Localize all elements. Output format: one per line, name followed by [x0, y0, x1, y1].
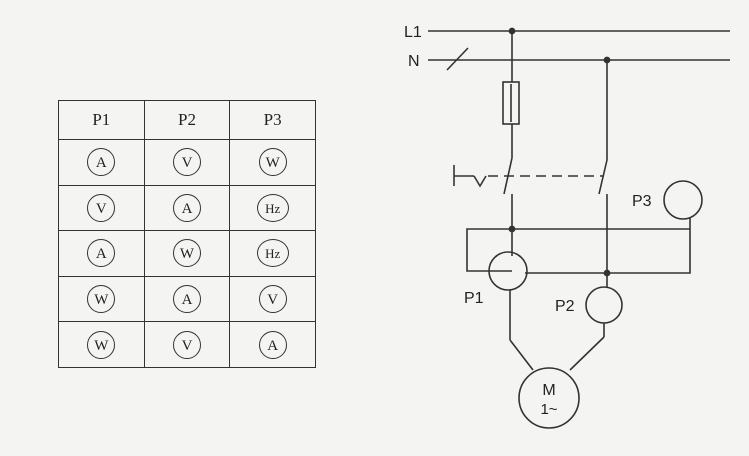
meter-symbol: A — [87, 148, 116, 177]
meter-symbol: Hz — [256, 239, 289, 268]
p3-return-wire — [525, 229, 691, 274]
neutral-label: N — [408, 53, 420, 70]
meter-symbol: W — [87, 285, 116, 314]
meter-symbol: A — [172, 285, 201, 314]
column-header-p3: P3 — [229, 100, 316, 140]
motor — [518, 367, 580, 429]
table-cell: Hz — [229, 230, 316, 277]
p1-input-junction — [508, 225, 516, 233]
fuse — [502, 81, 520, 125]
table-cell: W — [143, 230, 231, 277]
table-cell: V — [229, 275, 316, 323]
switch-actuator-hook — [473, 175, 487, 188]
meter-symbol: A — [172, 193, 201, 222]
table-row: V A Hz — [58, 184, 316, 232]
table-cell: W — [58, 275, 145, 323]
meter-symbol: V — [172, 148, 201, 177]
table-cell: A — [58, 230, 145, 277]
table-cell: A — [229, 321, 316, 368]
p2-label: P2 — [555, 298, 575, 315]
meter-symbol: W — [87, 330, 116, 359]
table-row: A W Hz — [58, 230, 316, 277]
meter-symbol: Hz — [256, 193, 289, 222]
neutral-switch — [446, 47, 469, 71]
meter-symbol: A — [258, 330, 287, 359]
table-header-row: P1 P2 P3 — [58, 100, 316, 140]
table-cell: A — [58, 139, 145, 186]
meter-p1 — [488, 251, 528, 291]
switch-contact-n — [598, 159, 608, 195]
column-header-p1: P1 — [58, 100, 145, 140]
meter-symbol: V — [87, 193, 116, 222]
meter-symbol: V — [172, 330, 201, 359]
column-header-p2: P2 — [143, 100, 231, 140]
p1-label: P1 — [464, 290, 484, 307]
meter-symbol: W — [172, 239, 201, 268]
meter-symbol: A — [87, 239, 116, 268]
motor-label-bottom: 1~ — [540, 401, 557, 418]
p2-to-motor-wire-b — [569, 336, 605, 371]
meter-p2 — [585, 286, 623, 324]
neutral-meter-junction — [603, 269, 611, 277]
meter-p3 — [663, 180, 703, 220]
p1-to-motor-wire-b — [509, 339, 534, 371]
meter-symbol: W — [258, 148, 287, 177]
table-cell: W — [58, 321, 145, 368]
p3-label: P3 — [632, 193, 652, 210]
table-cell: Hz — [229, 184, 316, 232]
l1-label: L1 — [404, 24, 422, 41]
table-cell: A — [143, 275, 231, 323]
table-cell: A — [143, 184, 231, 232]
table-cell: W — [229, 139, 316, 186]
meter-symbol: V — [258, 285, 287, 314]
motor-label-top: M — [542, 382, 555, 399]
